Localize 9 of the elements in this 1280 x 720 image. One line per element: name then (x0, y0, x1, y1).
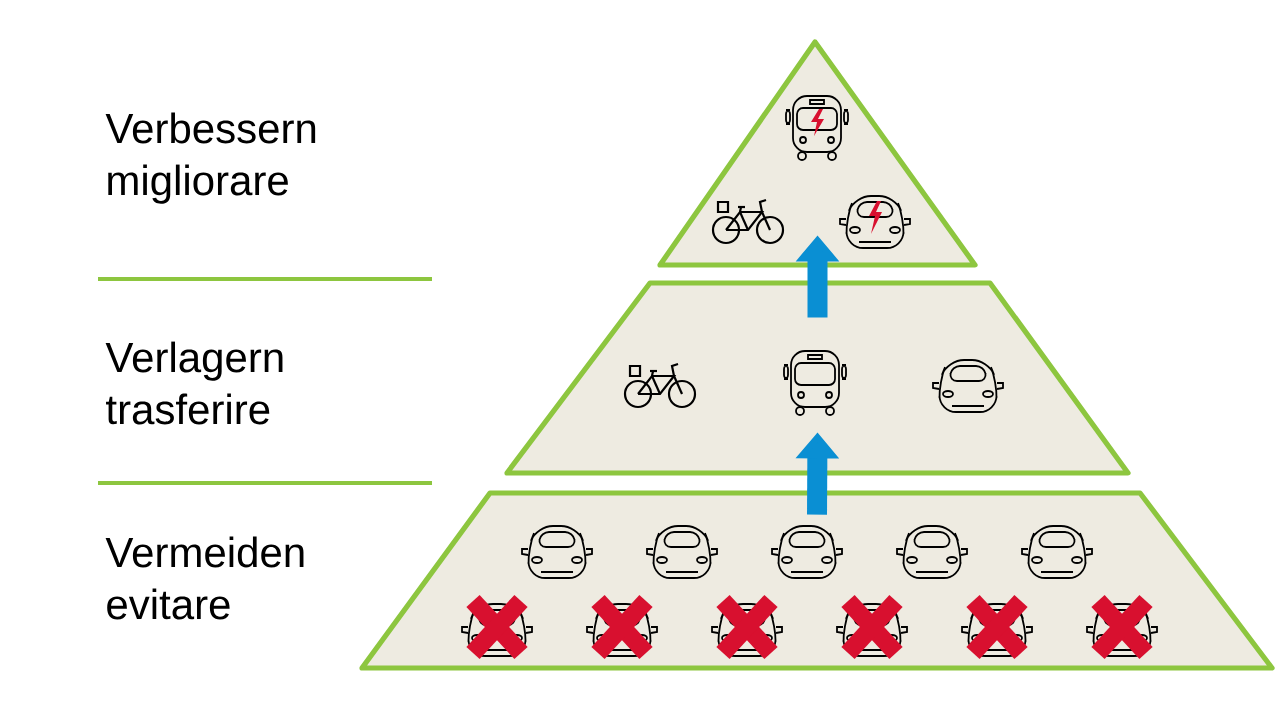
tier-label: migliorare (108, 164, 288, 204)
pyramid-tier (504, 280, 1131, 476)
tier-label: Vermeiden (105, 536, 304, 568)
tier-label: trasferire (106, 393, 270, 425)
tier-label: evitare (107, 588, 230, 620)
pyramid-tier (657, 39, 978, 268)
tier-label: Verbessern (105, 112, 316, 144)
pyramid-tier (359, 490, 1275, 671)
tier-label: Verlagern (105, 341, 283, 381)
